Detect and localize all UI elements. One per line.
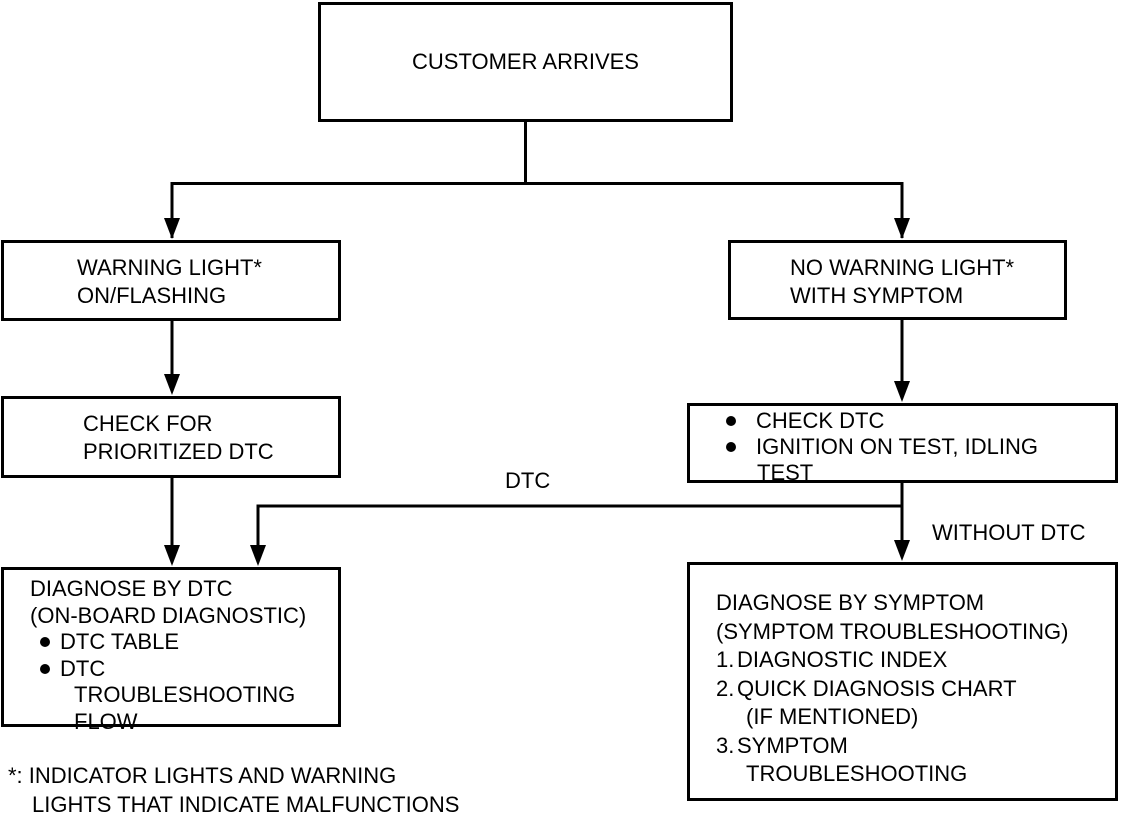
node-title: DIAGNOSE BY SYMPTOM — [716, 590, 985, 615]
node-label: CUSTOMER ARRIVES — [412, 49, 639, 74]
arrowhead-icon — [894, 218, 910, 239]
numbered-item: 2.QUICK DIAGNOSIS CHART — [716, 675, 1115, 704]
node-subtitle: (ON-BOARD DIAGNOSTIC) — [30, 602, 307, 628]
node-diagnose-by-dtc: DIAGNOSE BY DTC (ON-BOARD DIAGNOSTIC) DT… — [1, 567, 341, 734]
bullet-item: IGNITION ON TEST, IDLING — [690, 434, 1115, 460]
bullet-item-text: DTC — [60, 655, 106, 681]
node-customer-arrives: CUSTOMER ARRIVES — [318, 2, 733, 122]
numbered-item-marker: 2. — [716, 675, 735, 701]
node-check-prioritized-dtc: CHECK FOR PRIORITIZED DTC — [1, 396, 341, 478]
node-title: DIAGNOSE BY DTC — [30, 576, 233, 601]
numbered-item-text: QUICK DIAGNOSIS CHART — [737, 675, 1017, 701]
edge-dtc-branch — [256, 504, 902, 546]
node-warning-light: WARNING LIGHT* ON/FLASHING — [1, 240, 341, 321]
bullet-item-continuation: TROUBLESHOOTING — [74, 682, 296, 707]
node-line: PRIORITIZED DTC — [83, 439, 274, 464]
numbered-item-continuation: TROUBLESHOOTING — [746, 761, 968, 786]
arrowhead-icon — [250, 545, 266, 566]
numbered-item-marker: 1. — [716, 647, 735, 672]
bullet-item: DTC TABLE — [4, 629, 338, 656]
node-line: WITH SYMPTOM — [790, 283, 964, 308]
bullet-item: DTC — [4, 656, 338, 683]
bullet-icon — [726, 416, 736, 426]
node-line: NO WARNING LIGHT* — [790, 255, 1015, 280]
bullet-item-text: DTC TABLE — [60, 629, 179, 654]
bullet-item: CHECK DTC — [690, 408, 1115, 434]
footnote-line: *: INDICATOR LIGHTS AND WARNING — [8, 763, 397, 788]
node-line: CHECK FOR — [83, 411, 213, 436]
bullet-icon — [40, 663, 50, 674]
numbered-item: 1.DIAGNOSTIC INDEX — [716, 646, 1115, 675]
node-line: ON/FLASHING — [77, 283, 227, 308]
arrowhead-icon — [164, 374, 180, 395]
arrowhead-icon — [894, 381, 910, 402]
bullet-icon — [726, 442, 736, 452]
numbered-item-text: SYMPTOM — [737, 732, 848, 758]
arrowhead-icon — [894, 540, 910, 561]
node-check-dtc: CHECK DTC IGNITION ON TEST, IDLING TEST — [687, 403, 1118, 485]
node-no-warning-light: NO WARNING LIGHT* WITH SYMPTOM — [728, 240, 1067, 320]
bullet-item-continuation: TEST — [757, 460, 814, 485]
numbered-item-text: DIAGNOSTIC INDEX — [737, 647, 948, 672]
edge-label-without-dtc: WITHOUT DTC — [932, 520, 1086, 545]
arrowhead-icon — [164, 545, 180, 566]
node-subtitle: (SYMPTOM TROUBLESHOOTING) — [716, 618, 1069, 644]
footnote: *: INDICATOR LIGHTS AND WARNING LIGHTS T… — [8, 761, 459, 819]
bullet-icon — [40, 637, 50, 647]
node-line: WARNING LIGHT* — [77, 255, 262, 280]
numbered-item-continuation: (IF MENTIONED) — [746, 704, 919, 729]
numbered-item: 3.SYMPTOM — [716, 732, 1115, 761]
node-diagnose-by-symptom: DIAGNOSE BY SYMPTOM (SYMPTOM TROUBLESHOO… — [687, 562, 1118, 801]
bullet-item-text: CHECK DTC — [756, 408, 885, 433]
bullet-item-text: IGNITION ON TEST, IDLING — [756, 434, 1038, 459]
edge-label-dtc: DTC — [505, 468, 551, 493]
numbered-item-marker: 3. — [716, 732, 735, 758]
arrowhead-icon — [164, 218, 180, 239]
edge-branch-bar — [170, 182, 904, 238]
bullet-item-continuation: FLOW — [74, 708, 138, 734]
footnote-line: LIGHTS THAT INDICATE MALFUNCTIONS — [32, 792, 460, 817]
